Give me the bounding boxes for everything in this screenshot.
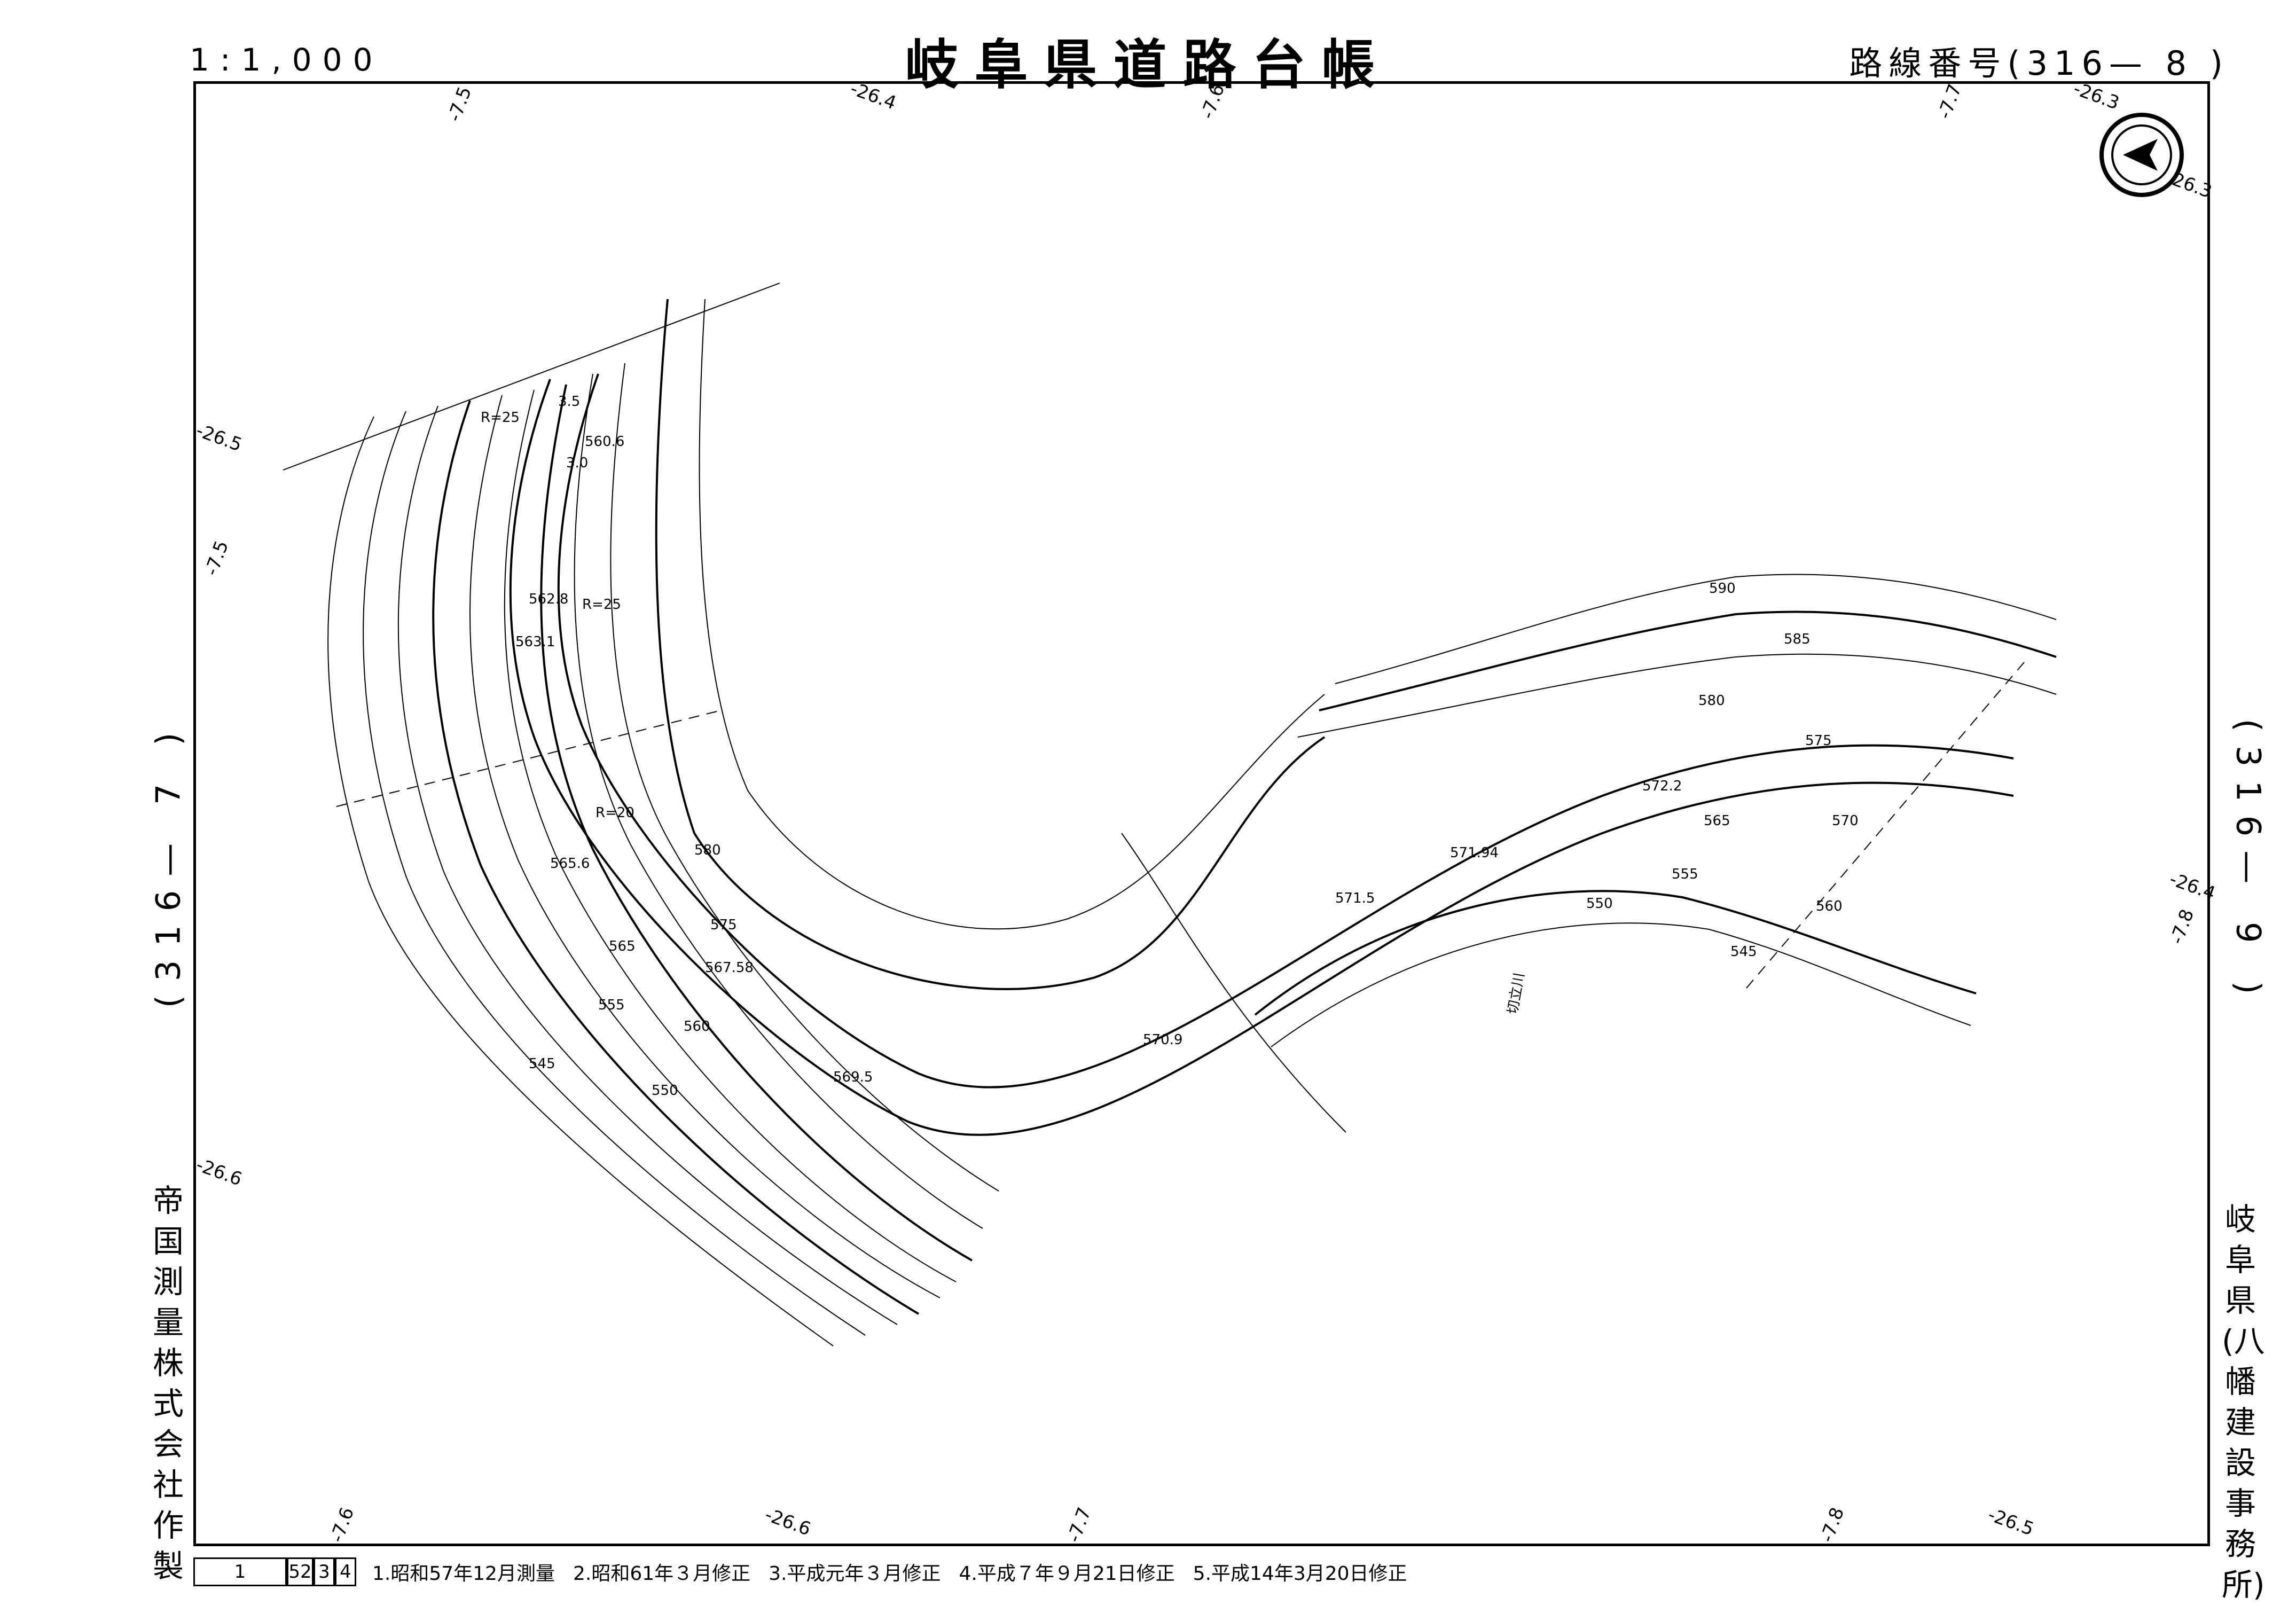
contour-label: 565 bbox=[609, 938, 636, 954]
contour-line bbox=[432, 400, 920, 1315]
contour-line bbox=[504, 389, 957, 1282]
contour-line bbox=[540, 384, 973, 1262]
contour-line bbox=[1271, 922, 1971, 1047]
edge-coord-label: -7.6 bbox=[1197, 81, 1229, 122]
issuing-office: 岐阜県(八幡建設事務所) bbox=[2222, 1201, 2265, 1603]
elevation-label: 567.58 bbox=[705, 960, 754, 976]
contour-label: 580 bbox=[1698, 693, 1725, 709]
sheet-index-box: 1 bbox=[193, 1557, 287, 1586]
contour-label: 555 bbox=[598, 997, 625, 1013]
adjacent-route-left: (316— 7 ) bbox=[148, 718, 188, 1008]
north-arrow-icon bbox=[2099, 113, 2184, 197]
contour-label: 585 bbox=[1784, 631, 1811, 647]
edge-coord-label: -7.5 bbox=[201, 538, 233, 578]
map-scale: 1:1,000 bbox=[190, 42, 383, 78]
edge-coord-label: -26.6 bbox=[193, 1154, 245, 1191]
contour-line bbox=[699, 299, 1325, 930]
contour-label: 550 bbox=[1586, 896, 1613, 912]
elevation-label: 563.1 bbox=[515, 634, 555, 650]
width-label: 3.5 bbox=[558, 394, 580, 410]
radius-label: R=20 bbox=[595, 805, 634, 821]
map-frame bbox=[193, 81, 2210, 1546]
contour-line bbox=[655, 299, 1326, 990]
map-maker: 帝国測量株式会社作製 bbox=[152, 1183, 184, 1584]
revision-entry: 3.平成元年３月修正 bbox=[769, 1563, 941, 1585]
edge-coord-label: -7.8 bbox=[2166, 906, 2198, 947]
contour-label: 575 bbox=[710, 917, 737, 933]
edge-coord-label: -7.7 bbox=[1063, 1505, 1095, 1545]
elevation-label: 571.5 bbox=[1335, 890, 1375, 906]
contour-label: 560 bbox=[1816, 898, 1843, 914]
sheet-index-box: 3 bbox=[314, 1557, 335, 1586]
contour-label: 545 bbox=[529, 1056, 555, 1072]
sheet-index-box: 52 bbox=[287, 1557, 314, 1586]
contour-label: 565 bbox=[1704, 813, 1730, 829]
contour-line bbox=[574, 373, 983, 1229]
contour-label: 570 bbox=[1832, 813, 1859, 829]
centerline bbox=[1746, 662, 2025, 989]
river-name: 切立川 bbox=[1504, 972, 1527, 1015]
contour-line bbox=[469, 395, 941, 1298]
edge-coord-label: -26.4 bbox=[848, 78, 899, 114]
contour-line bbox=[363, 411, 866, 1336]
edge-coord-label: -7.6 bbox=[326, 1505, 358, 1545]
edge-coord-label: -26.3 bbox=[2071, 78, 2122, 114]
elevation-label: 565.6 bbox=[550, 856, 590, 872]
contour-label: 580 bbox=[694, 842, 721, 858]
adjacent-route-right: (316— 9 ) bbox=[2229, 718, 2268, 1008]
revision-history: 1.昭和57年12月測量 2.昭和61年３月修正 3.平成元年３月修正 4.平成… bbox=[372, 1558, 1407, 1586]
elevation-label: 571.94 bbox=[1450, 845, 1499, 861]
revision-entry: 2.昭和61年３月修正 bbox=[573, 1563, 751, 1585]
revision-entry: 1.昭和57年12月測量 bbox=[372, 1563, 555, 1585]
elevation-label: 560.6 bbox=[585, 434, 624, 450]
contour-label: 550 bbox=[652, 1083, 678, 1099]
elevation-label: 562.8 bbox=[529, 591, 568, 607]
width-label: 3.0 bbox=[566, 455, 588, 471]
elevation-label: 572.2 bbox=[1642, 778, 1682, 794]
contour-label: 545 bbox=[1730, 944, 1757, 960]
contour-line bbox=[610, 363, 999, 1192]
contour-label: 590 bbox=[1709, 581, 1736, 597]
elevation-label: 570.9 bbox=[1143, 1032, 1182, 1048]
road-edge bbox=[557, 373, 2014, 1089]
page-title: 岐阜県道路台帳 bbox=[905, 34, 1391, 96]
contour-line bbox=[327, 416, 834, 1346]
contour-line bbox=[1254, 890, 1977, 1016]
contour-label: 560 bbox=[684, 1019, 710, 1035]
edge-coord-label: -7.5 bbox=[444, 84, 476, 124]
edge-coord-label: -26.4 bbox=[2167, 868, 2218, 905]
centerline bbox=[336, 710, 722, 807]
boundary-line bbox=[1121, 833, 1346, 1133]
edge-coord-label: -7.8 bbox=[1816, 1505, 1848, 1545]
contour-line bbox=[1319, 610, 2057, 711]
road-edge bbox=[509, 379, 2014, 1136]
footer: 1 52 3 4 1.昭和57年12月測量 2.昭和61年３月修正 3.平成元年… bbox=[193, 1555, 1407, 1588]
route-number: 路線番号(316— 8 ) bbox=[1849, 44, 2229, 83]
revision-entry: 5.平成14年3月20日修正 bbox=[1193, 1563, 1407, 1585]
sheet-index-box: 4 bbox=[335, 1557, 356, 1586]
contour-line bbox=[397, 405, 898, 1325]
edge-coord-label: -26.5 bbox=[1985, 1504, 2036, 1540]
contour-label: 555 bbox=[1672, 866, 1698, 882]
contour-line bbox=[1335, 574, 2057, 684]
radius-label: R=25 bbox=[582, 597, 621, 613]
boundary-line bbox=[283, 283, 780, 471]
contour-label: 575 bbox=[1805, 733, 1832, 749]
revision-entry: 4.平成７年９月21日修正 bbox=[959, 1563, 1175, 1585]
contour-line bbox=[1297, 653, 2057, 738]
radius-label: R=25 bbox=[481, 410, 520, 426]
edge-coord-label: -7.7 bbox=[1934, 81, 1966, 122]
edge-coord-label: -26.5 bbox=[193, 420, 245, 456]
edge-coord-label: -26.6 bbox=[762, 1504, 813, 1540]
edge-coord-label: 26.3 bbox=[2169, 169, 2215, 202]
elevation-label: 569.5 bbox=[833, 1069, 873, 1085]
